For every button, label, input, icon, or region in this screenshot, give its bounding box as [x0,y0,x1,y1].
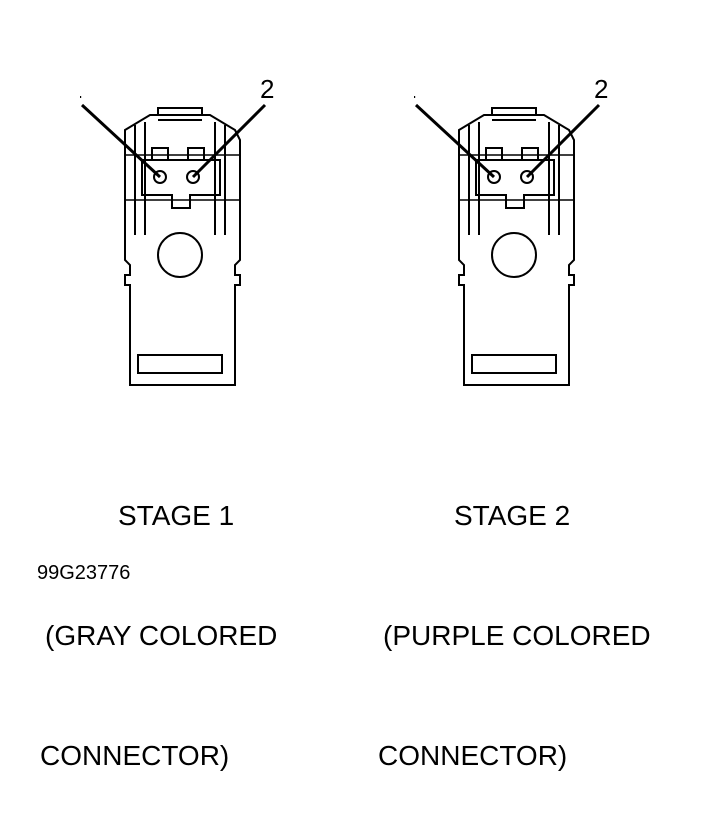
connector-stage-2-drawing: 1 2 [414,74,608,386]
stage-2-title: STAGE 2 [454,500,571,531]
stage-1-description-line1: (GRAY COLORED [45,620,278,651]
figure-code: 99G23776 [37,562,131,584]
stage-2-description-line2: CONNECTOR) [378,740,568,771]
stage-1-description-line2: CONNECTOR) [40,740,230,771]
connector-stage-1-diagram: 1 2 [80,60,280,400]
pin-1-label: 1 [80,74,82,104]
stage-2-description-line1: (PURPLE COLORED [383,620,651,651]
pin-2-label: 2 [594,74,608,104]
stage-1-title: STAGE 1 [118,500,235,531]
pin-2-label: 2 [260,74,274,104]
connector-stage-1-drawing: 1 2 [80,74,274,386]
stage-1-label: STAGE 1 (GRAY COLORED CONNECTOR) [40,416,277,816]
pin-1-label: 1 [414,74,416,104]
connector-stage-2-diagram: 1 2 [414,60,614,400]
stage-2-label: STAGE 2 (PURPLE COLORED CONNECTOR) [378,416,651,816]
